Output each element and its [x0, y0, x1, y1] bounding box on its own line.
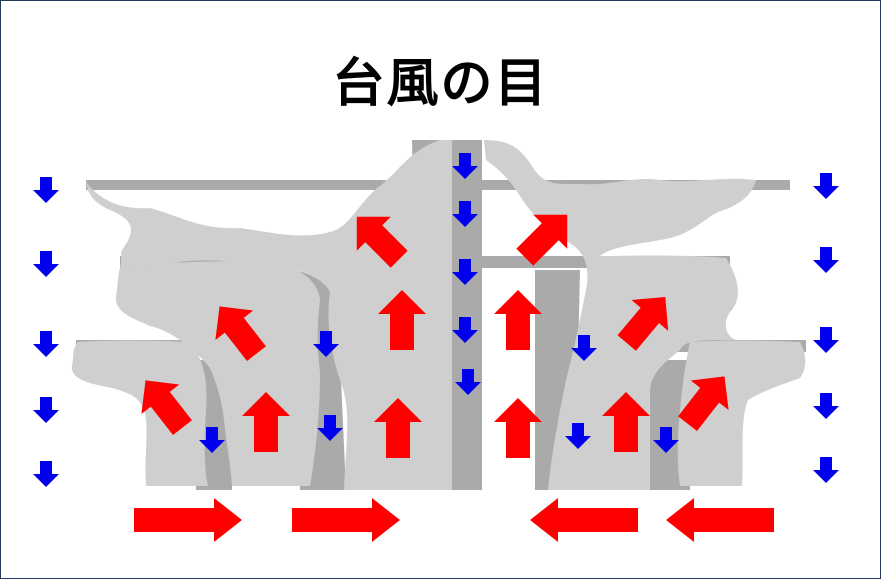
- downdraft-arrow: [33, 397, 59, 423]
- inflow-arrow-left-2: [292, 498, 400, 542]
- downdraft-arrow: [33, 461, 59, 487]
- diagram-title: 台風の目: [332, 54, 549, 114]
- downdraft-arrow: [813, 327, 839, 353]
- inflow-arrow-right-2: [666, 498, 774, 542]
- downdraft-arrow: [813, 457, 839, 483]
- cloud-left-lower: [71, 261, 320, 486]
- downdraft-arrow: [33, 331, 59, 357]
- downdraft-arrow: [33, 251, 59, 277]
- inflow-arrow-right-1: [530, 498, 638, 542]
- updraft-arrow: [494, 398, 542, 458]
- downdraft-arrow: [813, 247, 839, 273]
- downdraft-arrow: [813, 393, 839, 419]
- inflow-arrow-left-1: [134, 498, 242, 542]
- downdraft-arrow: [33, 177, 59, 203]
- updraft-arrow: [494, 290, 542, 350]
- inflow-arrows: [134, 498, 774, 542]
- cloud-right-lower: [677, 340, 806, 486]
- downdraft-arrow: [813, 173, 839, 199]
